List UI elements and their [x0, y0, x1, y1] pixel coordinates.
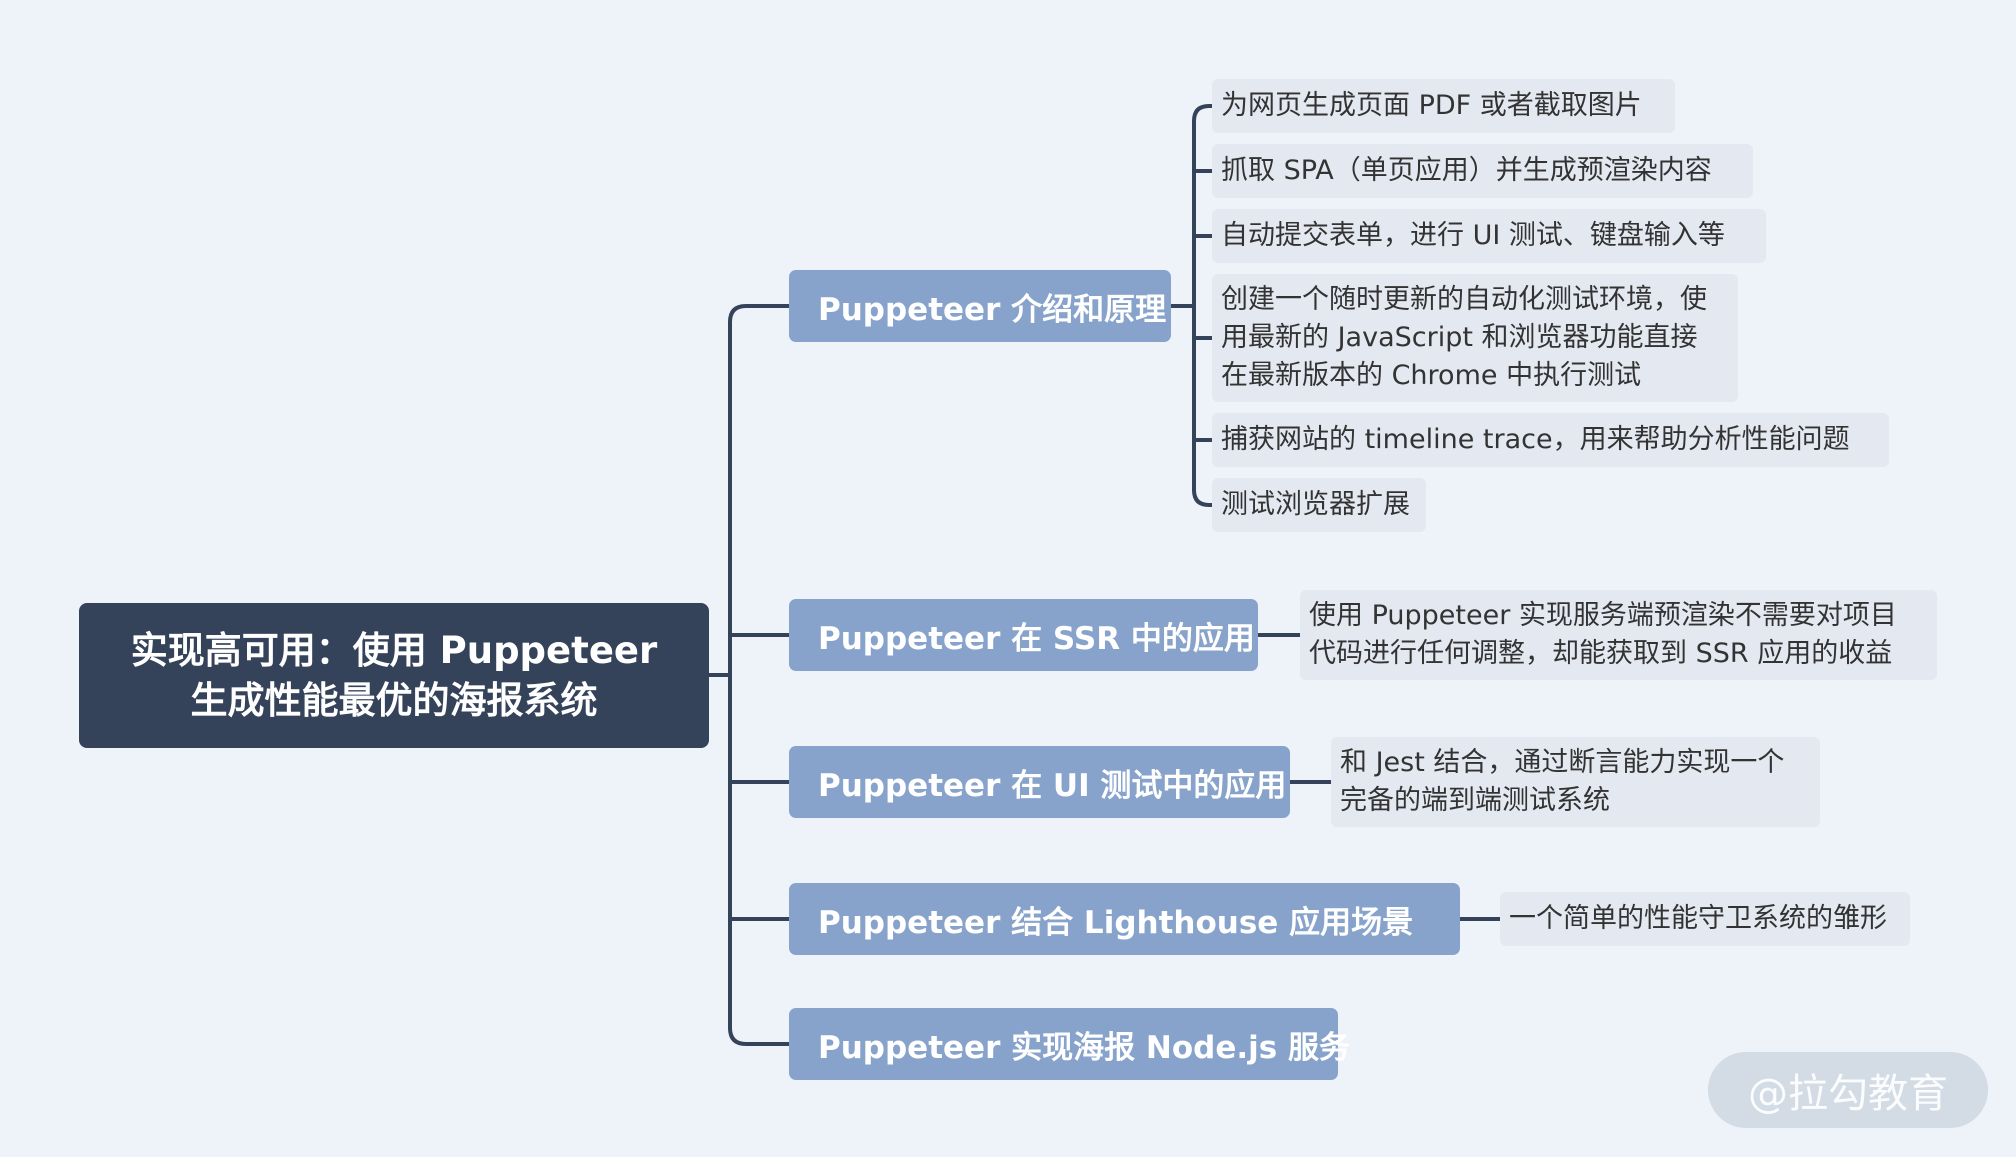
leaf-line: 用最新的 JavaScript 和浏览器功能直接 [1221, 322, 1698, 353]
branch-label: Puppeteer 实现海报 Node.js 服务 [818, 1029, 1351, 1066]
watermark-logo: @拉勾教育 [1708, 1052, 1988, 1128]
main-trunk [728, 304, 791, 324]
leaf-performance-guard: 一个简单的性能守卫系统的雏形 [1500, 892, 1910, 946]
leaf-line: 使用 Puppeteer 实现服务端预渲染不需要对项目 [1309, 600, 1897, 631]
leaf-form-ui-keyboard: 自动提交表单，进行 UI 测试、键盘输入等 [1212, 209, 1766, 263]
branch-label: Puppeteer 结合 Lighthouse 应用场景 [818, 904, 1414, 941]
leaf-line: 代码进行任何调整，却能获取到 SSR 应用的收益 [1309, 638, 1893, 669]
main-trunk-bottom [728, 1026, 791, 1046]
branch-ssr: Puppeteer 在 SSR 中的应用 [789, 599, 1258, 671]
leaf-ssr-benefit: 使用 Puppeteer 实现服务端预渲染不需要对项目 代码进行任何调整，却能获… [1300, 590, 1937, 680]
leaf-timeline-trace: 捕获网站的 timeline trace，用来帮助分析性能问题 [1212, 413, 1889, 467]
root-title-line-1: 实现高可用：使用 Puppeteer [130, 628, 658, 672]
leaf-pdf-screenshot: 为网页生成页面 PDF 或者截取图片 [1212, 79, 1675, 133]
leaf-automated-test-env: 创建一个随时更新的自动化测试环境，使 用最新的 JavaScript 和浏览器功… [1212, 274, 1738, 402]
branch-label: Puppeteer 在 SSR 中的应用 [818, 620, 1255, 657]
leaf-spa-prerender: 抓取 SPA（单页应用）并生成预渲染内容 [1212, 144, 1753, 198]
leaf-line: 完备的端到端测试系统 [1340, 785, 1610, 816]
branch-intro-principles: Puppeteer 介绍和原理 [789, 270, 1171, 342]
branch1-bracket-top [1192, 104, 1214, 123]
branch-label: Puppeteer 在 UI 测试中的应用 [818, 767, 1287, 804]
branch-lighthouse: Puppeteer 结合 Lighthouse 应用场景 [789, 883, 1460, 955]
branch-ui-testing: Puppeteer 在 UI 测试中的应用 [789, 746, 1290, 818]
branch-poster-service: Puppeteer 实现海报 Node.js 服务 [789, 1008, 1350, 1080]
leaf-line: 创建一个随时更新的自动化测试环境，使 [1221, 284, 1707, 315]
branch-label: Puppeteer 介绍和原理 [818, 291, 1167, 328]
leaf-jest-e2e: 和 Jest 结合，通过断言能力实现一个 完备的端到端测试系统 [1331, 737, 1820, 827]
branch1-bracket-bottom [1192, 488, 1214, 507]
root-topic: 实现高可用：使用 Puppeteer 生成性能最优的海报系统 [79, 603, 709, 748]
leaf-line: 和 Jest 结合，通过断言能力实现一个 [1340, 747, 1785, 778]
root-title-line-2: 生成性能最优的海报系统 [190, 678, 598, 722]
leaf-browser-extension: 测试浏览器扩展 [1212, 478, 1426, 532]
leaf-line: 在最新版本的 Chrome 中执行测试 [1221, 360, 1642, 391]
